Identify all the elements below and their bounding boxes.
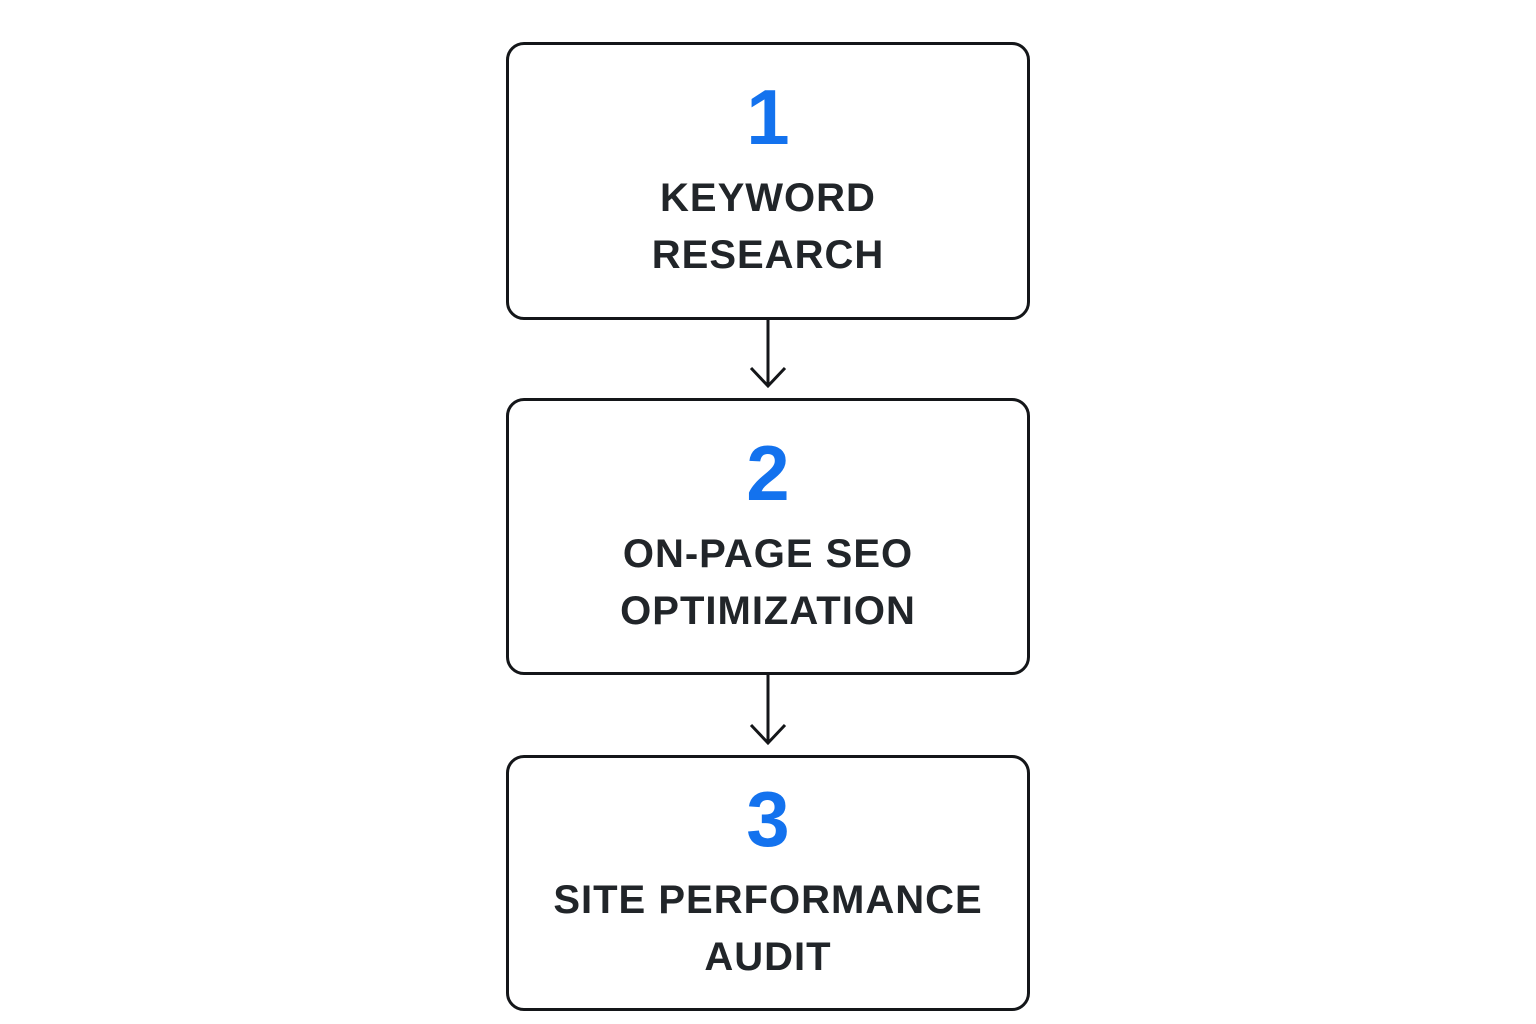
- arrow-down-icon: [749, 320, 787, 389]
- seo-process-flowchart: 1 KEYWORD RESEARCH 2 ON-PAGE SEO OPTIMIZ…: [506, 42, 1030, 1011]
- step-box-on-page-seo-optimization: 2 ON-PAGE SEO OPTIMIZATION: [506, 398, 1030, 675]
- step-label-line: SITE PERFORMANCE: [553, 878, 983, 923]
- step-label-line: RESEARCH: [651, 233, 885, 277]
- step-box-keyword-research: 1 KEYWORD RESEARCH: [506, 42, 1030, 320]
- step-number: 2: [746, 428, 790, 517]
- step-label: SITE PERFORMANCE AUDIT: [553, 872, 982, 986]
- step-box-site-performance-audit: 3 SITE PERFORMANCE AUDIT: [506, 755, 1030, 1011]
- arrow-down-icon: [749, 675, 787, 746]
- step-label-line: KEYWORD: [660, 176, 876, 221]
- step-label: KEYWORD RESEARCH: [652, 170, 884, 284]
- step-label-line: ON-PAGE SEO: [622, 531, 914, 576]
- step-number: 3: [746, 775, 790, 864]
- step-number: 1: [746, 73, 790, 162]
- step-label-line: AUDIT: [704, 935, 832, 979]
- step-label-line: OPTIMIZATION: [620, 588, 916, 633]
- step-label: ON-PAGE SEO OPTIMIZATION: [620, 526, 916, 640]
